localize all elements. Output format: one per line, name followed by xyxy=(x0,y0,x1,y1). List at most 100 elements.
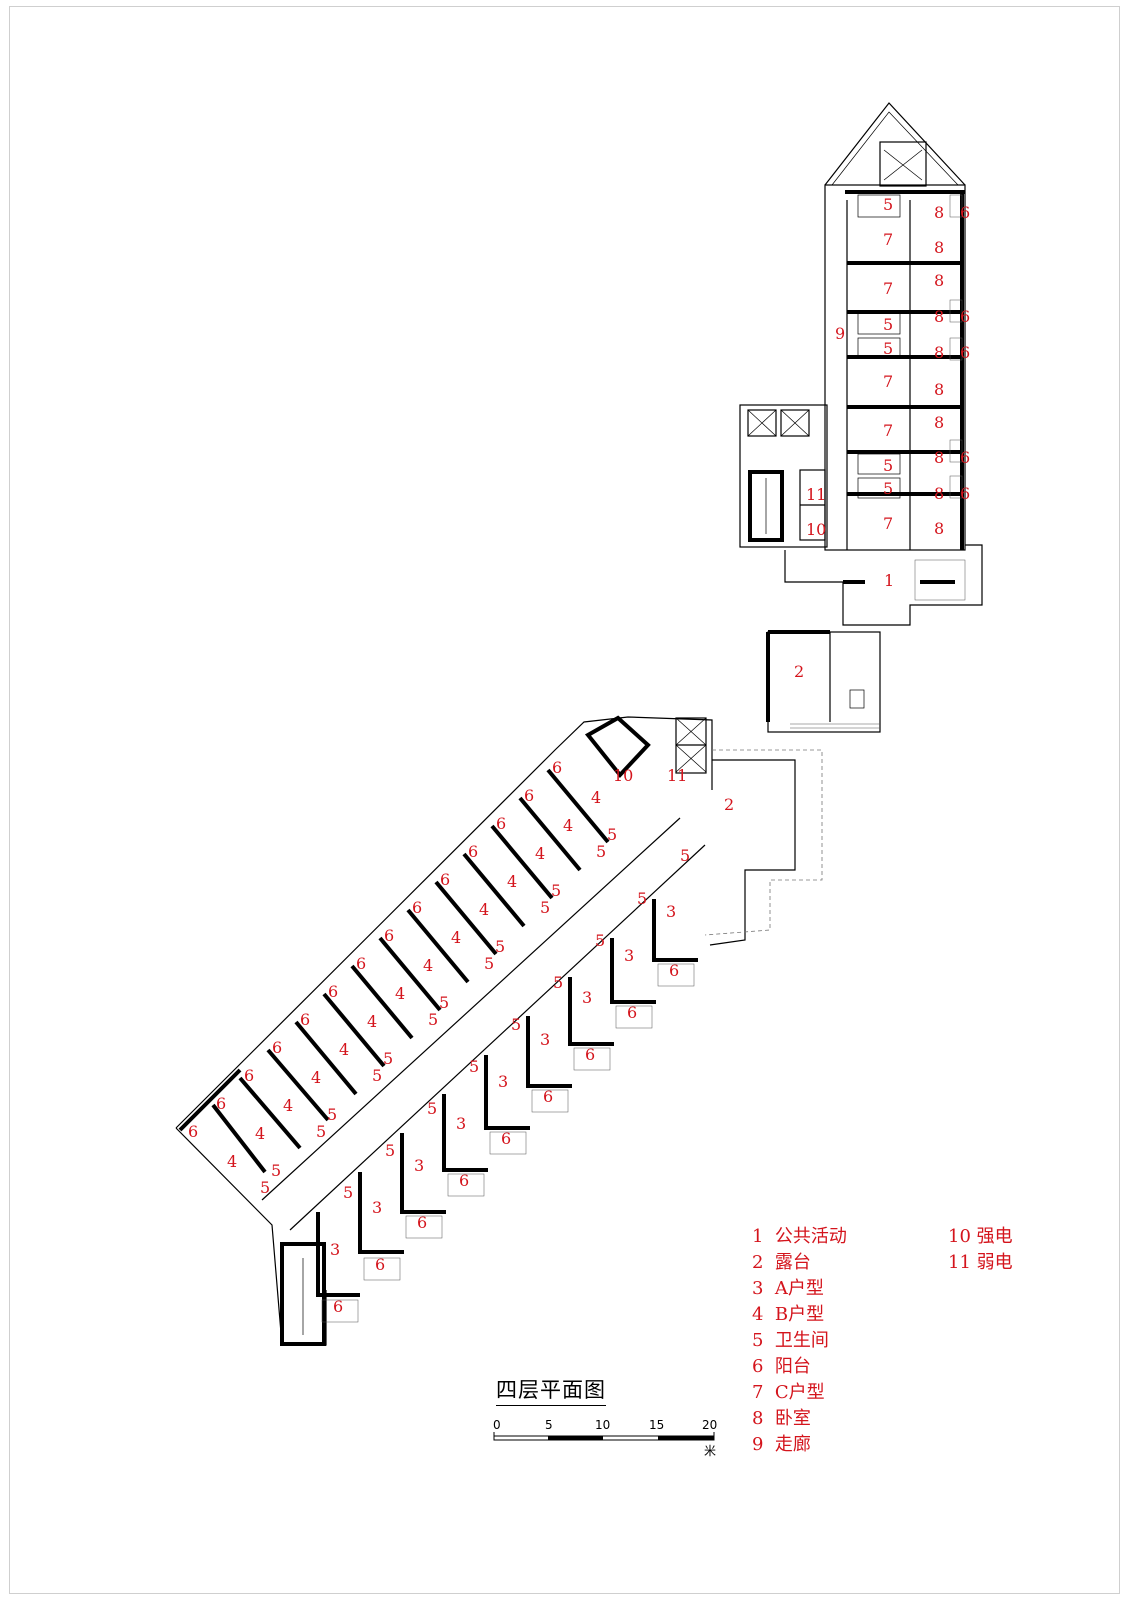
room-label-4: 4 xyxy=(395,984,405,1003)
room-label-5: 5 xyxy=(540,898,550,917)
north-unit-dividers xyxy=(847,200,962,550)
room-label-4: 4 xyxy=(535,844,545,863)
room-label-8: 8 xyxy=(934,343,944,362)
scale-tick-10: 10 xyxy=(595,1418,611,1432)
room-label-4: 4 xyxy=(367,1012,377,1031)
room-label-7: 7 xyxy=(883,230,893,249)
legend-item-7: 7 C户型 xyxy=(752,1382,825,1403)
room-label-3: 3 xyxy=(624,946,634,965)
legend-item-6: 6 阳台 xyxy=(752,1356,811,1377)
room-label-6: 6 xyxy=(300,1010,310,1029)
room-label-7: 7 xyxy=(883,421,893,440)
sw-east-stair xyxy=(584,715,651,779)
scale-bar-graphic xyxy=(493,1432,715,1441)
drawing-title: 四层平面图 xyxy=(496,1374,606,1406)
public-activity-outline xyxy=(784,544,983,626)
room-label-6: 6 xyxy=(543,1087,553,1106)
room-label-5: 5 xyxy=(495,937,505,956)
room-label-6: 6 xyxy=(244,1066,254,1085)
public-activity-terrace-hatch xyxy=(914,559,966,601)
room-label-6: 6 xyxy=(333,1297,343,1316)
room-label-5: 5 xyxy=(680,846,690,865)
scale-bar: 0 5 10 15 20 米 xyxy=(488,1418,728,1458)
room-label-5: 5 xyxy=(883,456,893,475)
scale-tick-20: 20 xyxy=(702,1418,718,1432)
room-label-6: 6 xyxy=(496,814,506,833)
room-label-11: 11 xyxy=(806,485,826,504)
room-label-5: 5 xyxy=(637,889,647,908)
room-label-3: 3 xyxy=(414,1156,424,1175)
room-label-5: 5 xyxy=(428,1010,438,1029)
room-label-5: 5 xyxy=(469,1057,479,1076)
north-wing: 5 8 6 7 8 7 8 8 6 9 5 5 8 6 7 8 8 7 5 8 … xyxy=(739,102,983,733)
room-label-8: 8 xyxy=(934,413,944,432)
sw-corridor-line-2 xyxy=(289,844,706,1231)
room-label-6: 6 xyxy=(960,307,970,326)
room-label-8: 8 xyxy=(934,484,944,503)
room-label-6: 6 xyxy=(272,1038,282,1057)
room-label-5: 5 xyxy=(260,1178,270,1197)
sw-south-balconies xyxy=(321,963,695,1323)
room-label-4: 4 xyxy=(311,1068,321,1087)
room-label-8: 8 xyxy=(934,203,944,222)
room-label-5: 5 xyxy=(511,1015,521,1034)
room-label-3: 3 xyxy=(540,1030,550,1049)
room-label-5: 5 xyxy=(327,1105,337,1124)
room-label-3: 3 xyxy=(456,1114,466,1133)
room-label-6: 6 xyxy=(524,786,534,805)
sw-north-unit-walls xyxy=(211,768,610,1174)
room-label-6: 6 xyxy=(468,842,478,861)
room-label-6: 6 xyxy=(960,448,970,467)
room-label-6: 6 xyxy=(552,758,562,777)
scale-tick-0: 0 xyxy=(493,1418,501,1432)
room-label-4: 4 xyxy=(451,928,461,947)
room-label-5: 5 xyxy=(343,1183,353,1202)
north-wing-roof-outline xyxy=(824,102,966,186)
north-terrace xyxy=(767,631,881,733)
room-label-4: 4 xyxy=(507,872,517,891)
room-label-6: 6 xyxy=(960,203,970,222)
room-label-5: 5 xyxy=(383,1049,393,1068)
north-terrace-stair xyxy=(849,689,865,709)
room-label-5: 5 xyxy=(883,479,893,498)
room-label-10: 10 xyxy=(806,520,826,539)
southwest-wing: 10 11 2 6 6 6 6 6 6 6 6 6 6 6 6 6 6 4 4 … xyxy=(175,715,823,1346)
room-label-6: 6 xyxy=(501,1129,511,1148)
room-label-6: 6 xyxy=(669,961,679,980)
room-label-4: 4 xyxy=(479,900,489,919)
legend-item-10: 10 强电 xyxy=(948,1226,1013,1247)
room-label-3: 3 xyxy=(582,988,592,1007)
page-frame xyxy=(9,6,1120,1594)
scale-tick-15: 15 xyxy=(649,1418,665,1432)
room-label-5: 5 xyxy=(607,825,617,844)
room-label-8: 8 xyxy=(934,448,944,467)
room-label-5: 5 xyxy=(484,954,494,973)
sw-terrace xyxy=(709,759,796,946)
legend: 1 公共活动 2 露台 3 A户型 4 B户型 5 卫生间 6 阳台 7 C户型… xyxy=(752,1222,1052,1462)
room-label-4: 4 xyxy=(339,1040,349,1059)
north-fire-stair xyxy=(748,470,784,542)
room-label-5: 5 xyxy=(551,881,561,900)
room-label-6: 6 xyxy=(384,926,394,945)
room-label-9: 9 xyxy=(835,324,845,343)
room-label-8: 8 xyxy=(934,307,944,326)
room-label-5: 5 xyxy=(427,1099,437,1118)
legend-item-9: 9 走廊 xyxy=(752,1434,811,1455)
room-label-8: 8 xyxy=(934,519,944,538)
legend-item-2: 2 露台 xyxy=(752,1252,811,1273)
room-label-5: 5 xyxy=(439,993,449,1012)
north-service-core xyxy=(739,404,828,548)
room-label-4: 4 xyxy=(563,816,573,835)
room-label-6: 6 xyxy=(216,1094,226,1113)
room-label-8: 8 xyxy=(934,380,944,399)
north-wing-outline xyxy=(824,184,966,551)
room-label-6: 6 xyxy=(188,1122,198,1141)
sw-south-unit-walls xyxy=(316,899,698,1297)
north-balcony-hatch xyxy=(949,194,963,499)
room-label-4: 4 xyxy=(227,1152,237,1171)
north-stair-line xyxy=(883,149,923,181)
room-label-5: 5 xyxy=(595,931,605,950)
sw-wing-north-edge xyxy=(175,716,713,1129)
room-label-5: 5 xyxy=(316,1122,326,1141)
